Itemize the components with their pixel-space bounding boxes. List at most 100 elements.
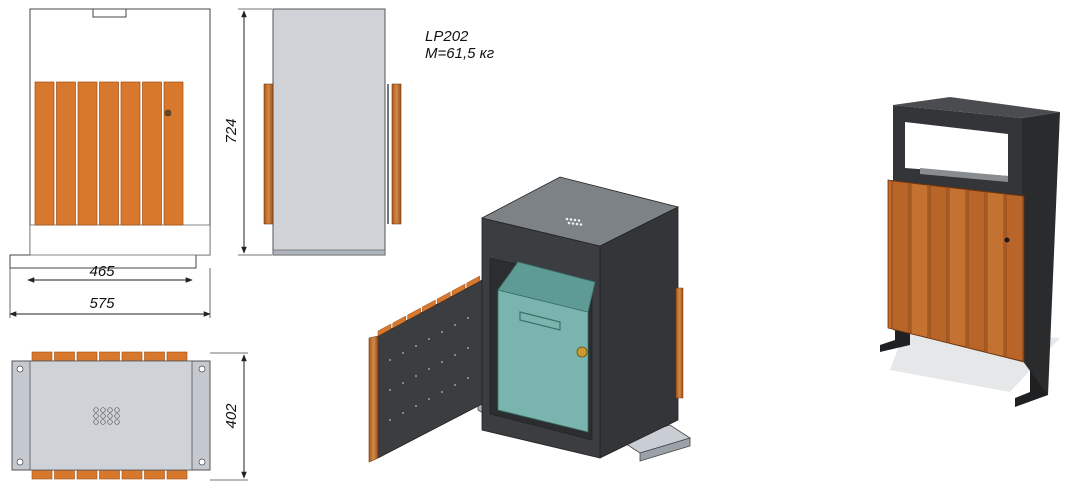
front-view-slat	[56, 81, 76, 226]
iso-base-foot	[639, 437, 691, 462]
front-view-slat	[34, 81, 55, 226]
vent-hole	[107, 413, 113, 419]
vent-hole	[100, 407, 106, 413]
front-view-slat	[99, 81, 119, 226]
render-top	[893, 97, 1060, 118]
closed-render-view	[880, 97, 1060, 407]
iso-door-slat	[466, 275, 481, 289]
iso-door-bolt	[428, 338, 430, 340]
iso-door-slat	[436, 291, 451, 305]
iso-door-bolt	[441, 331, 443, 333]
iso-lid-hole	[567, 221, 571, 225]
front-view: 465 575	[9, 8, 211, 318]
iso-lid-hole	[577, 219, 581, 222]
front-view-slat	[163, 81, 184, 226]
iso-latch	[576, 346, 588, 358]
vent-hole	[93, 407, 99, 413]
iso-door-bolt	[389, 389, 391, 391]
top-view-vent-holes	[93, 407, 120, 425]
top-view-slat	[99, 351, 120, 362]
top-view-lid	[29, 360, 193, 471]
side-view-slat-right	[391, 83, 402, 225]
title-block: LP202 M=61,5 кг	[425, 28, 494, 62]
dim-label-575: 575	[89, 295, 115, 312]
iso-door-bolt	[441, 361, 443, 363]
front-view-slat	[142, 81, 162, 226]
vent-hole	[100, 419, 106, 425]
top-view-hole	[198, 458, 206, 466]
iso-door-bolts	[389, 317, 469, 421]
dim-label-465: 465	[89, 263, 115, 280]
iso-lid-hole	[571, 222, 575, 225]
vent-hole	[107, 407, 113, 413]
iso-lid-hole	[569, 218, 573, 221]
iso-liner-handle	[519, 311, 561, 331]
iso-door-bolt	[428, 368, 430, 370]
render-door-slat	[967, 189, 986, 353]
render-keyhole	[1004, 237, 1010, 243]
front-view-slats	[34, 81, 184, 226]
iso-open-view	[368, 176, 691, 463]
iso-door-bolt	[454, 324, 456, 326]
iso-door-bolt	[389, 359, 391, 361]
top-view-slat	[76, 469, 98, 480]
render-opening	[905, 122, 1008, 176]
top-view: 402	[11, 351, 248, 481]
render-door-slat	[910, 182, 929, 339]
iso-door-bolt	[454, 384, 456, 386]
top-view-slat	[121, 469, 143, 480]
top-view-slat	[121, 351, 143, 362]
iso-door-bolt	[415, 405, 417, 407]
iso-door-slat	[392, 315, 407, 329]
iso-lid-hole	[573, 218, 577, 222]
iso-door-bolt	[441, 391, 443, 393]
side-view-panel	[272, 8, 386, 256]
render-door-slats	[891, 180, 1024, 362]
iso-door-bolt	[402, 382, 404, 384]
side-view-slat-left	[263, 83, 274, 225]
top-view-slat	[54, 351, 75, 362]
top-view-slat	[31, 469, 53, 480]
top-view-slat	[144, 351, 165, 362]
iso-lid-vent-holes	[565, 217, 583, 226]
render-door-slat	[1005, 193, 1024, 362]
iso-door-slat	[407, 307, 421, 321]
side-view-base	[272, 249, 386, 256]
iso-side-slat	[675, 287, 684, 399]
render-door-slat	[948, 187, 967, 348]
render-opening-shelf	[920, 168, 1008, 182]
vent-hole	[107, 419, 113, 425]
vent-hole	[114, 419, 120, 425]
front-view-lock	[164, 109, 172, 117]
vent-hole	[93, 419, 99, 425]
iso-door-bolt	[415, 345, 417, 347]
mass-label: M=61,5 кг	[425, 45, 495, 62]
render-door-slat	[929, 185, 948, 343]
iso-door-slat	[422, 299, 436, 313]
front-view-slat	[120, 81, 141, 226]
iso-door-bolt	[428, 398, 430, 400]
vent-hole	[114, 407, 120, 413]
top-view-slat	[166, 469, 188, 480]
top-view-slat	[144, 469, 165, 480]
dim-label-402: 402	[223, 403, 240, 429]
iso-liner-rim	[497, 261, 596, 313]
vent-hole	[100, 413, 106, 419]
iso-liner-front	[497, 289, 589, 433]
iso-door-bolt	[402, 412, 404, 414]
iso-door-bolt	[415, 375, 417, 377]
front-view-base	[29, 224, 211, 256]
render-side	[1022, 112, 1060, 395]
top-view-hole	[16, 365, 24, 373]
iso-door-bolt	[467, 347, 469, 349]
top-view-slat	[54, 469, 75, 480]
iso-top-lid	[480, 176, 680, 247]
render-door-slat	[986, 191, 1005, 357]
iso-door-bolt	[467, 377, 469, 379]
vent-hole	[114, 413, 120, 419]
model-label: LP202	[425, 28, 469, 45]
dim-label-724: 724	[223, 118, 240, 143]
top-view-hole	[16, 458, 24, 466]
iso-door-slats-edge	[377, 275, 481, 337]
